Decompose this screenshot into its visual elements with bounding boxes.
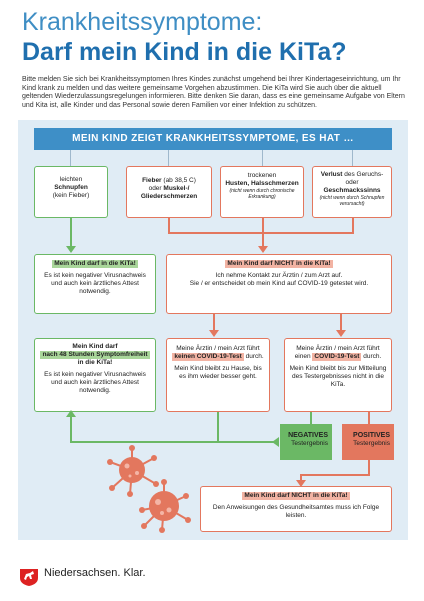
negative-badge [280, 424, 332, 460]
symptom-detail: oder [148, 185, 164, 192]
arrow-line [168, 218, 170, 232]
final-text: Den Anweisungen des Gesundheitsamtes mus… [212, 504, 380, 519]
arrow-line [368, 460, 370, 474]
arrow-head [66, 410, 76, 417]
negative-title: NEGATIVES [288, 432, 328, 439]
arrow-head [272, 437, 279, 447]
symptom-detail: des Geruchs- oder [342, 171, 384, 186]
connector [352, 150, 353, 166]
arrow-line [70, 218, 72, 248]
symptom-title: Schnupfen [54, 184, 88, 191]
48h-line1: Mein Kind darf [72, 343, 118, 350]
footer-brand: Niedersachsen. Klar. [44, 567, 146, 579]
connector [168, 150, 169, 166]
box-allowed: Mein Kind darf in die KiTa! Es ist kein … [34, 254, 156, 314]
not-allowed-text-1: Ich nehme Kontakt zur Ärztin / zum Arzt … [215, 272, 343, 279]
negative-sub: Testergebnis [291, 440, 328, 447]
arrow-line [300, 474, 302, 482]
arrow-line [219, 441, 275, 443]
connector [262, 150, 263, 166]
box-no-test: Meine Ärztin / mein Arzt führt keinen CO… [166, 338, 270, 412]
no-test-post: durch. [243, 353, 264, 360]
arrow-line [262, 232, 264, 248]
arrow-line [70, 412, 72, 443]
symptom-note: (nicht wenn durch Schnupfen verursacht) [319, 195, 385, 207]
box-final: Mein Kind darf NICHT in die KiTa! Den An… [200, 486, 392, 532]
arrow-head [296, 480, 306, 487]
negative-result: NEGATIVES Testergebnis [282, 432, 328, 448]
brand-name: Niedersachsen [44, 567, 118, 579]
symptom-title: Geschmackssinns [323, 187, 381, 194]
symptom-title: Muskel-/ Gliederschmerzen [140, 185, 198, 200]
symptom-detail: (ab 38,5 C) [161, 177, 196, 184]
test-highlight: COVID-19-Test [312, 353, 362, 361]
symptom-pre: trockenen [247, 172, 277, 179]
arrow-head [209, 330, 219, 337]
arrow-line [310, 412, 312, 424]
arrow-line [213, 314, 215, 332]
not-allowed-title: Mein Kind darf NICHT in die KiTa! [225, 260, 333, 268]
symptom-box-cold: leichten Schnupfen (kein Fieber) [34, 166, 108, 218]
positive-result: POSITIVES Testergebnis [344, 432, 390, 448]
symptom-title: Fieber [142, 177, 162, 184]
box-48h: Mein Kind darf nach 48 Stunden Symptomfr… [34, 338, 156, 412]
test-pre: Meine Ärztin / mein Arzt führt einen [294, 345, 380, 360]
test-text: Mein Kind bleibt bis zur Mitteilung des … [289, 365, 387, 388]
positive-badge [342, 424, 394, 460]
arrow-head [66, 246, 76, 253]
positive-title: POSITIVES [353, 432, 390, 439]
symptom-box-smell: Verlust des Geruchs- oder Geschmackssinn… [312, 166, 392, 218]
allowed-title: Mein Kind darf in die KiTa! [52, 260, 138, 268]
title-line-2: Darf mein Kind in die KiTa? [22, 38, 347, 66]
arrow-line [217, 412, 219, 442]
virus-illustration [107, 445, 191, 533]
box-not-allowed: Mein Kind darf NICHT in die KiTa! Ich ne… [166, 254, 392, 314]
symptom-box-cough: trockenen Husten, Halsschmerzen (nicht w… [220, 166, 304, 218]
arrow-line [168, 232, 354, 234]
test-post: durch. [361, 353, 382, 360]
48h-text: Es ist kein negativer Virusnachweis und … [44, 371, 146, 394]
box-test: Meine Ärztin / mein Arzt führt einen COV… [284, 338, 392, 412]
arrow-head [336, 330, 346, 337]
symptom-title: Verlust [320, 171, 343, 178]
symptom-note: (nicht wenn durch chronische Erkrankung) [229, 188, 295, 200]
no-test-highlight: keinen COVID-19-Test [172, 353, 244, 361]
final-title: Mein Kind darf NICHT in die KiTa! [242, 492, 350, 500]
brand-suffix: . Klar. [117, 567, 146, 579]
flowchart-header: MEIN KIND ZEIGT KRANKHEITSSYMPTOME, ES H… [34, 128, 392, 150]
arrow-line [340, 314, 342, 332]
symptom-box-fever: Fieber (ab 38,5 C) oder Muskel-/ Glieder… [126, 166, 212, 218]
arrow-line [352, 218, 354, 232]
positive-sub: Testergebnis [353, 440, 390, 447]
48h-line2: in die KiTa! [77, 359, 113, 366]
no-test-pre: Meine Ärztin / mein Arzt führt [176, 345, 260, 352]
48h-highlight: nach 48 Stunden Symptomfreiheit [40, 351, 150, 359]
arrow-head [258, 246, 268, 253]
arrow-line [262, 218, 264, 232]
connector [70, 150, 71, 166]
arrow-line [300, 474, 370, 476]
symptom-title: Husten, Halsschmerzen [225, 180, 299, 187]
intro-text: Bitte melden Sie sich bei Krankheitssymp… [22, 76, 405, 109]
title-line-1: Krankheitssymptome: [22, 8, 263, 36]
arrow-line [368, 412, 370, 424]
not-allowed-text-2: Sie / er entscheidet ob mein Kind auf CO… [189, 280, 369, 287]
no-test-text: Mein Kind bleibt zu Hause, bis es ihm wi… [174, 365, 262, 380]
horse-logo-icon [20, 569, 38, 586]
symptom-note: (kein Fieber) [52, 192, 90, 199]
symptom-pre: leichten [59, 176, 83, 183]
arrow-line [70, 441, 219, 443]
allowed-text: Es ist kein negativer Virusnachweis und … [44, 272, 146, 295]
